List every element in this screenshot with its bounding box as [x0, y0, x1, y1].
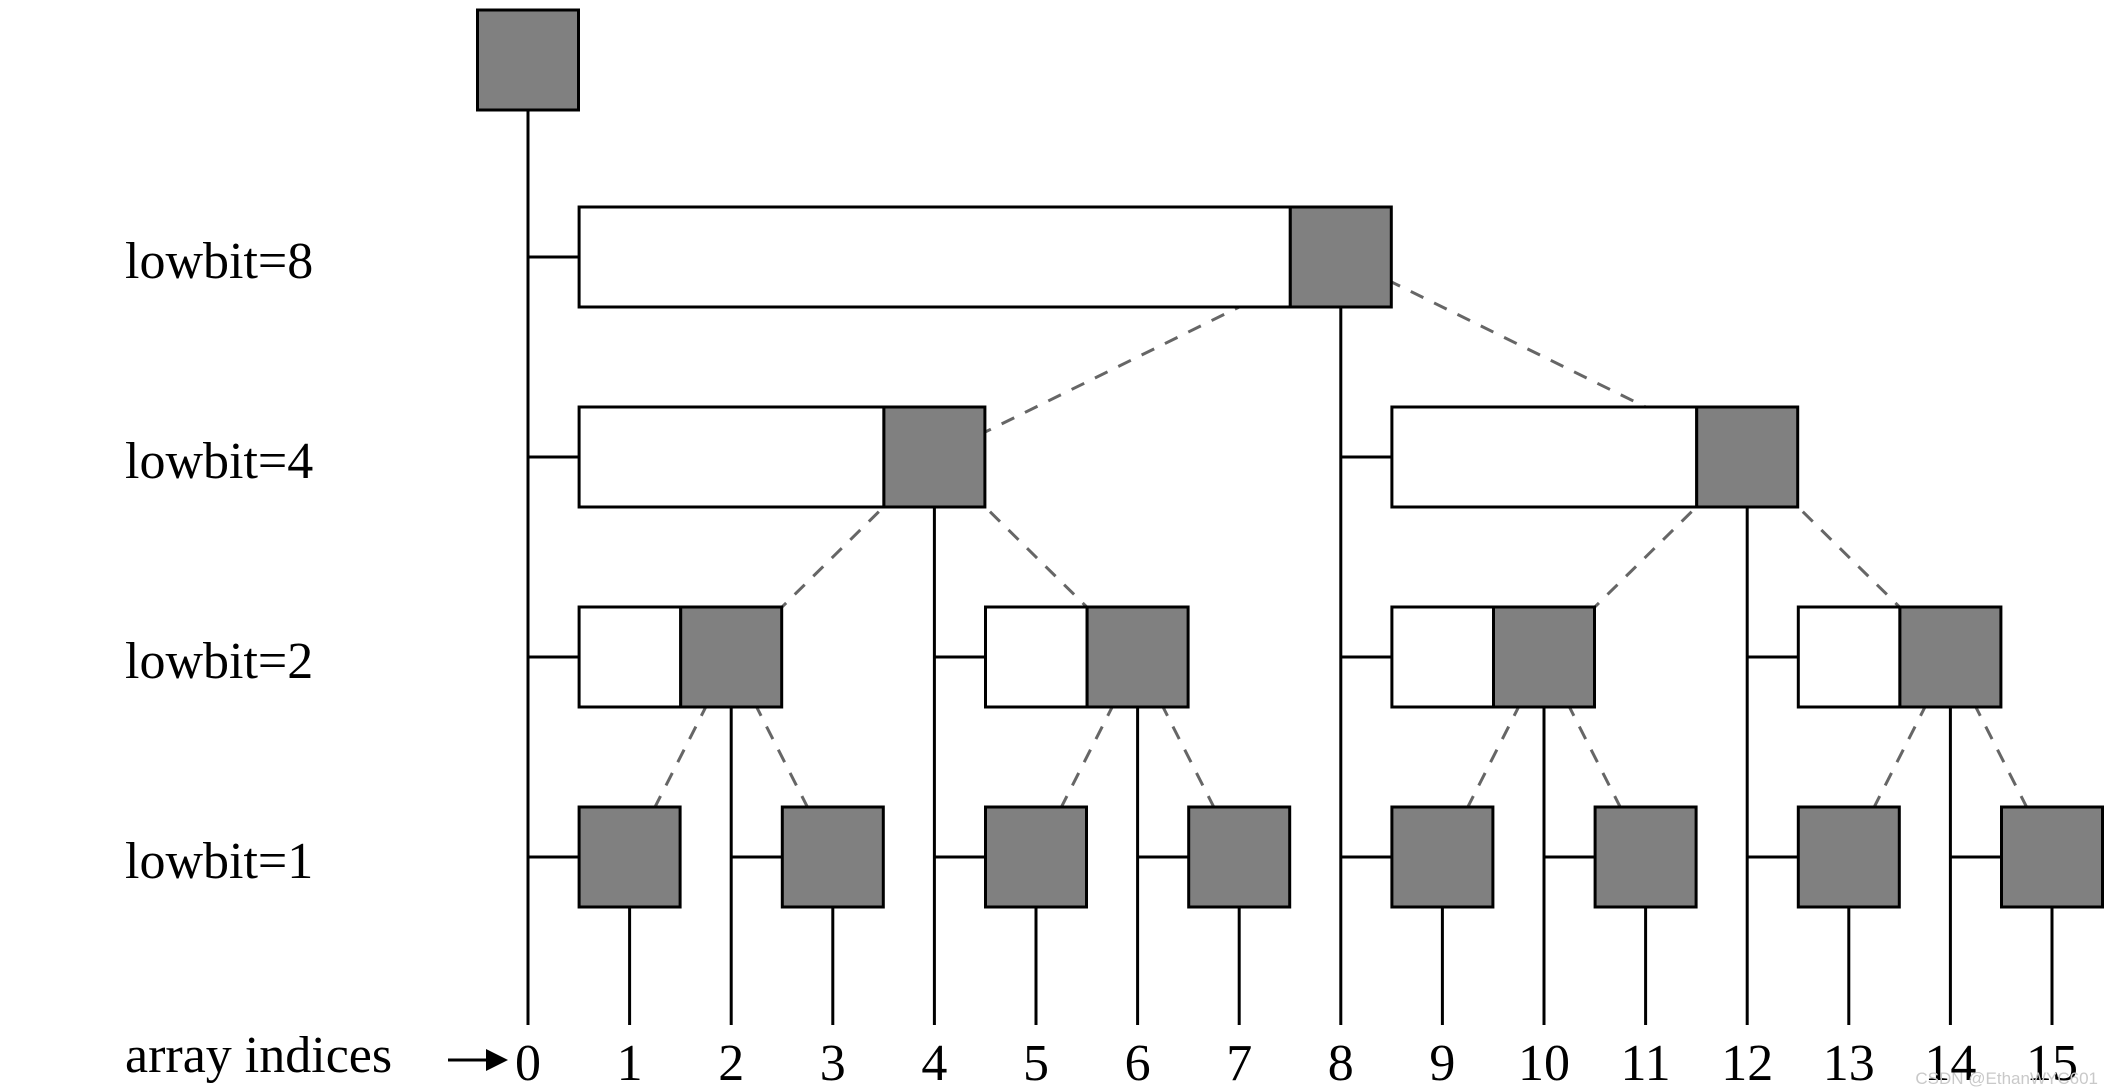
index-label-5: 5 — [1023, 1035, 1049, 1092]
index-label-7: 7 — [1226, 1035, 1252, 1092]
node-6 — [1085, 605, 1190, 709]
index-label-1: 1 — [617, 1035, 643, 1092]
watermark: CSDN @EthanWYC601 — [1915, 1069, 2098, 1088]
level-label-lowbit-2: lowbit=2 — [125, 633, 313, 690]
node-10 — [1492, 605, 1596, 709]
node-8 — [1288, 205, 1393, 309]
range-box-14 — [1796, 605, 1902, 709]
index-label-8: 8 — [1328, 1035, 1354, 1092]
index-label-10: 10 — [1518, 1035, 1570, 1092]
dashed-link-8-4 — [933, 255, 1342, 459]
node-7 — [1187, 805, 1292, 909]
index-label-6: 6 — [1125, 1035, 1151, 1092]
index-label-3: 3 — [820, 1035, 846, 1092]
node-15 — [2000, 805, 2104, 909]
axis-label: array indices — [125, 1027, 392, 1084]
level-label-lowbit-4: lowbit=4 — [125, 433, 313, 490]
axis-arrow — [448, 1049, 508, 1071]
index-label-4: 4 — [921, 1035, 947, 1092]
range-box-6 — [984, 605, 1089, 709]
node-5 — [984, 805, 1088, 909]
node-12 — [1695, 405, 1800, 509]
node-9 — [1390, 805, 1495, 909]
node-14 — [1898, 605, 2003, 709]
node-13 — [1796, 805, 1901, 909]
range-box-12 — [1390, 405, 1699, 509]
range-box-4 — [577, 405, 886, 509]
index-label-9: 9 — [1429, 1035, 1455, 1092]
index-label-11: 11 — [1621, 1035, 1671, 1092]
node-4 — [882, 405, 987, 509]
range-box-8 — [577, 205, 1292, 309]
root-node-0 — [476, 8, 580, 112]
node-1 — [577, 805, 682, 909]
index-label-0: 0 — [515, 1035, 541, 1092]
index-label-14: 14 — [1924, 1035, 1976, 1092]
index-label-12: 12 — [1721, 1035, 1773, 1092]
level-label-lowbit-1: lowbit=1 — [125, 833, 313, 890]
node-3 — [780, 805, 885, 909]
node-11 — [1593, 805, 1698, 909]
index-label-2: 2 — [718, 1035, 744, 1092]
index-label-15: 15 — [2026, 1035, 2078, 1092]
index-label-13: 13 — [1823, 1035, 1875, 1092]
level-label-lowbit-8: lowbit=8 — [125, 233, 313, 290]
range-box-2 — [577, 605, 683, 709]
range-box-10 — [1390, 605, 1496, 709]
solid-tree-lines — [526, 110, 2054, 1025]
node-2 — [679, 605, 784, 709]
tree-nodes — [476, 8, 2104, 909]
